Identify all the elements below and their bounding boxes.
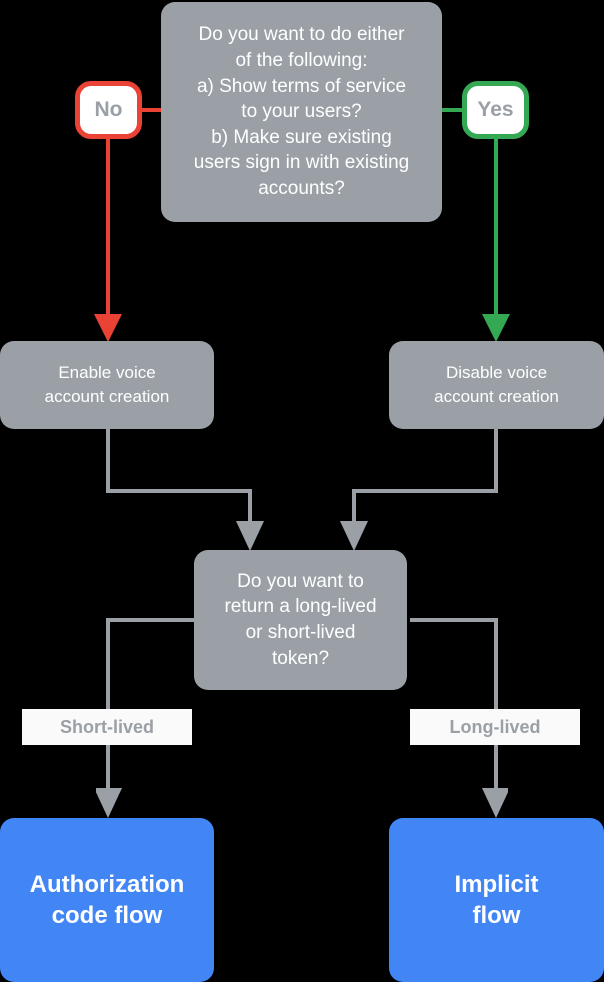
- edge-yes-to-disable-voice: [478, 130, 514, 345]
- answer-pill-yes-label: Yes: [477, 98, 514, 121]
- answer-pill-no[interactable]: No: [75, 81, 142, 139]
- answer-pill-yes[interactable]: Yes: [462, 81, 529, 139]
- edge-disable-voice-to-token-decision: [338, 425, 508, 555]
- edge-label-long-lived-text: Long-lived: [449, 716, 541, 737]
- edge-label-short-lived: Short-lived: [22, 709, 192, 745]
- edge-label-long-lived: Long-lived: [410, 709, 580, 745]
- edge-label-short-lived-text: Short-lived: [59, 716, 154, 737]
- edge-no-to-enable-voice: [90, 130, 126, 345]
- answer-pill-no-label: No: [94, 98, 123, 121]
- edge-enable-voice-to-token-decision: [96, 425, 266, 555]
